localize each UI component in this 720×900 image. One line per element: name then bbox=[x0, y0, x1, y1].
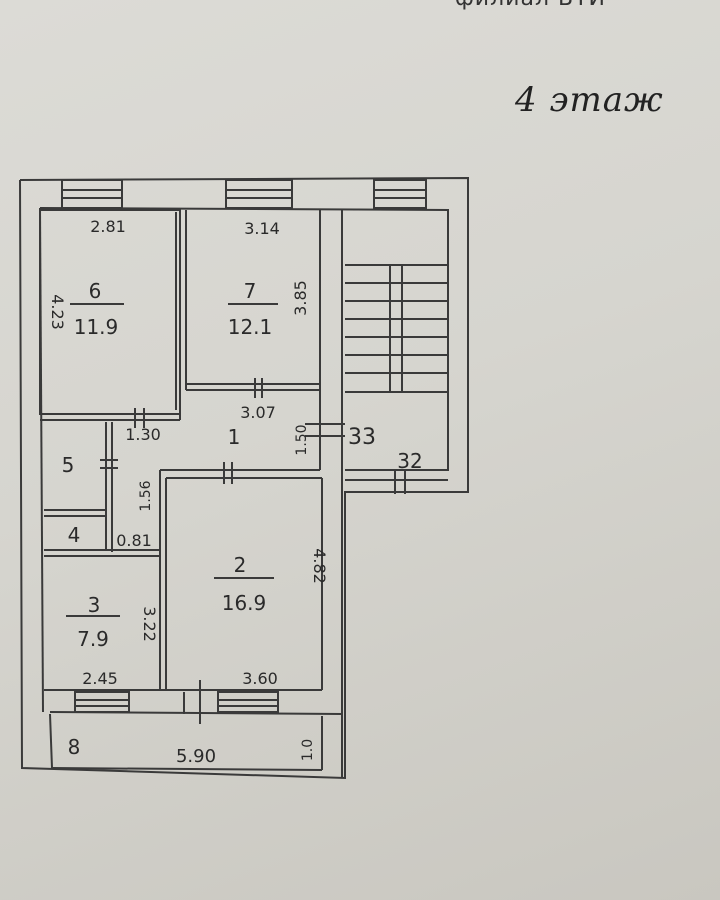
balcony-wall bbox=[49, 713, 53, 769]
room-6-outline bbox=[39, 209, 181, 415]
dim-door-1-30: 1.30 bbox=[125, 425, 161, 444]
dim-room3-height: 3.22 bbox=[140, 606, 159, 642]
window-top-left bbox=[61, 179, 123, 209]
room-1-number: 1 bbox=[228, 425, 241, 449]
room-2-number: 2 bbox=[234, 553, 247, 577]
room-6-area: 11.9 bbox=[74, 315, 119, 339]
room-3-number: 3 bbox=[88, 593, 101, 617]
dim-hall-width: 3.07 bbox=[240, 403, 276, 422]
floor-label: 4 этаж bbox=[515, 80, 664, 120]
room-3-area: 7.9 bbox=[77, 627, 109, 651]
stair-label-32: 32 bbox=[397, 449, 422, 473]
dim-room3-width: 2.45 bbox=[82, 669, 118, 688]
outer-wall bbox=[19, 176, 469, 780]
dim-room6-width: 2.81 bbox=[90, 217, 126, 236]
window-bottom-left bbox=[74, 691, 130, 713]
staircase bbox=[345, 264, 448, 494]
dim-room2-height: 4.82 bbox=[310, 548, 329, 584]
dim-room4-width: 0.81 bbox=[116, 531, 152, 550]
window-bottom-right bbox=[217, 691, 279, 713]
window-top-right bbox=[373, 179, 427, 209]
dim-room6-height: 4.23 bbox=[48, 294, 67, 330]
dim-room5-height: 1.56 bbox=[138, 480, 154, 511]
room-2-area: 16.9 bbox=[222, 591, 267, 615]
room-7-area: 12.1 bbox=[228, 315, 273, 339]
header-cut-text: филиал БТИ bbox=[455, 0, 606, 11]
room-7-number: 7 bbox=[244, 279, 257, 303]
room-6-number: 6 bbox=[89, 279, 102, 303]
window-top-middle bbox=[225, 179, 293, 209]
inner-wall bbox=[39, 207, 449, 471]
room-4-number: 4 bbox=[68, 523, 81, 547]
dim-room7-height: 3.85 bbox=[291, 280, 310, 316]
dim-hall-height: 1.50 bbox=[294, 424, 310, 455]
dim-balcony-width: 5.90 bbox=[176, 746, 216, 767]
dim-room2-width: 3.60 bbox=[242, 669, 278, 688]
room-5-number: 5 bbox=[62, 453, 75, 477]
dim-room7-width: 3.14 bbox=[244, 219, 280, 238]
room-8-number: 8 bbox=[68, 735, 81, 759]
stair-label-33: 33 bbox=[348, 425, 376, 450]
dim-balcony-depth: 1.0 bbox=[300, 739, 316, 761]
